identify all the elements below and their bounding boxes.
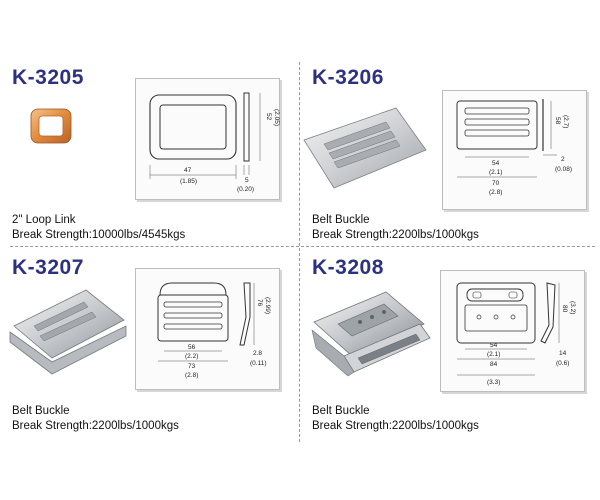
vertical-divider [299, 62, 300, 442]
dim-height: 80 [561, 305, 568, 313]
dim-inner-width: 54 [490, 342, 498, 349]
technical-drawing: 47 (1.85) 52 (2.05) 5 (0.20) [135, 78, 280, 200]
dim-thickness-inch: (0.11) [250, 360, 267, 367]
dim-inner-width: 56 [188, 344, 196, 351]
belt-buckle-photo [311, 291, 431, 377]
dim-outer-width: 70 [492, 180, 500, 187]
dim-height: 58 [554, 117, 561, 125]
dim-inner-width-inch: (2.1) [489, 169, 502, 176]
model-number: K-3205 [12, 66, 84, 89]
dim-height-inch: (2.7) [562, 115, 569, 128]
dim-outer-width-inch: (3.3) [487, 379, 500, 386]
dim-thickness: 14 [559, 350, 567, 357]
dim-thickness-inch: (0.6) [556, 360, 569, 367]
technical-drawing: 76 (2.99) 56 (2.2) 73 (2.8) 2.8 (0.11) [135, 268, 280, 390]
product-name: Belt Buckle [312, 214, 370, 226]
dim-height-inch: (2.05) [273, 109, 280, 126]
break-strength: Break Strength:10000lbs/4545kgs [12, 229, 186, 241]
dim-thickness-inch: (0.08) [555, 166, 572, 173]
product-description: Belt Buckle Break Strength:2200lbs/1000k… [312, 213, 479, 243]
dim-outer-width: 73 [188, 363, 196, 370]
product-name: Belt Buckle [12, 405, 70, 417]
loop-link-photo [30, 108, 72, 144]
dim-inner-width-inch: (2.1) [487, 351, 500, 358]
dim-thickness: 5 [245, 177, 249, 184]
dim-thickness: 2.8 [253, 350, 262, 357]
dim-width: 47 [184, 167, 192, 174]
model-number: K-3207 [12, 256, 84, 279]
dim-outer-width: 84 [490, 361, 498, 368]
dim-height: 52 [265, 113, 272, 121]
break-strength: Break Strength:2200lbs/1000kgs [312, 229, 479, 241]
product-name: 2" Loop Link [12, 214, 76, 226]
product-card-k3207: K-3207 76 (2.99) 56 [0, 248, 300, 433]
belt-buckle-photo [9, 289, 127, 375]
horizontal-divider [10, 246, 595, 247]
product-description: Belt Buckle Break Strength:2200lbs/1000k… [312, 404, 479, 434]
technical-drawing: 58 (2.7) 54 (2.1) 70 (2.8) 2 (0.08) [442, 90, 587, 210]
dim-height-inch: (3.2) [569, 301, 576, 314]
dim-width-inch: (1.85) [180, 178, 197, 185]
product-description: Belt Buckle Break Strength:2200lbs/1000k… [12, 404, 179, 434]
product-card-k3205: K-3205 47 (1.85) 52 (2.05) [0, 58, 300, 243]
product-description: 2" Loop Link Break Strength:10000lbs/454… [12, 213, 185, 243]
break-strength: Break Strength:2200lbs/1000kgs [12, 420, 179, 432]
dim-height-inch: (2.99) [264, 297, 271, 314]
dim-outer-width-inch: (2.8) [489, 189, 502, 196]
dim-outer-width-inch: (2.8) [185, 372, 198, 379]
technical-drawing: 80 (3.2) 54 (2.1) 84 (3.3) 14 (0.6) [440, 270, 585, 392]
dim-inner-width-inch: (2.2) [185, 353, 198, 360]
dim-thickness-inch: (0.20) [237, 186, 254, 193]
product-card-k3206: K-3206 58 (2.7) 54 (2.1) [300, 58, 600, 243]
product-card-k3208: K-3208 80 [300, 248, 600, 433]
break-strength: Break Strength:2200lbs/1000kgs [312, 420, 479, 432]
product-name: Belt Buckle [312, 405, 370, 417]
belt-buckle-photo [303, 107, 427, 189]
dim-thickness: 2 [561, 156, 565, 163]
model-number: K-3206 [312, 66, 384, 89]
dim-height: 76 [256, 299, 263, 307]
dim-inner-width: 54 [492, 160, 500, 167]
model-number: K-3208 [312, 256, 384, 279]
